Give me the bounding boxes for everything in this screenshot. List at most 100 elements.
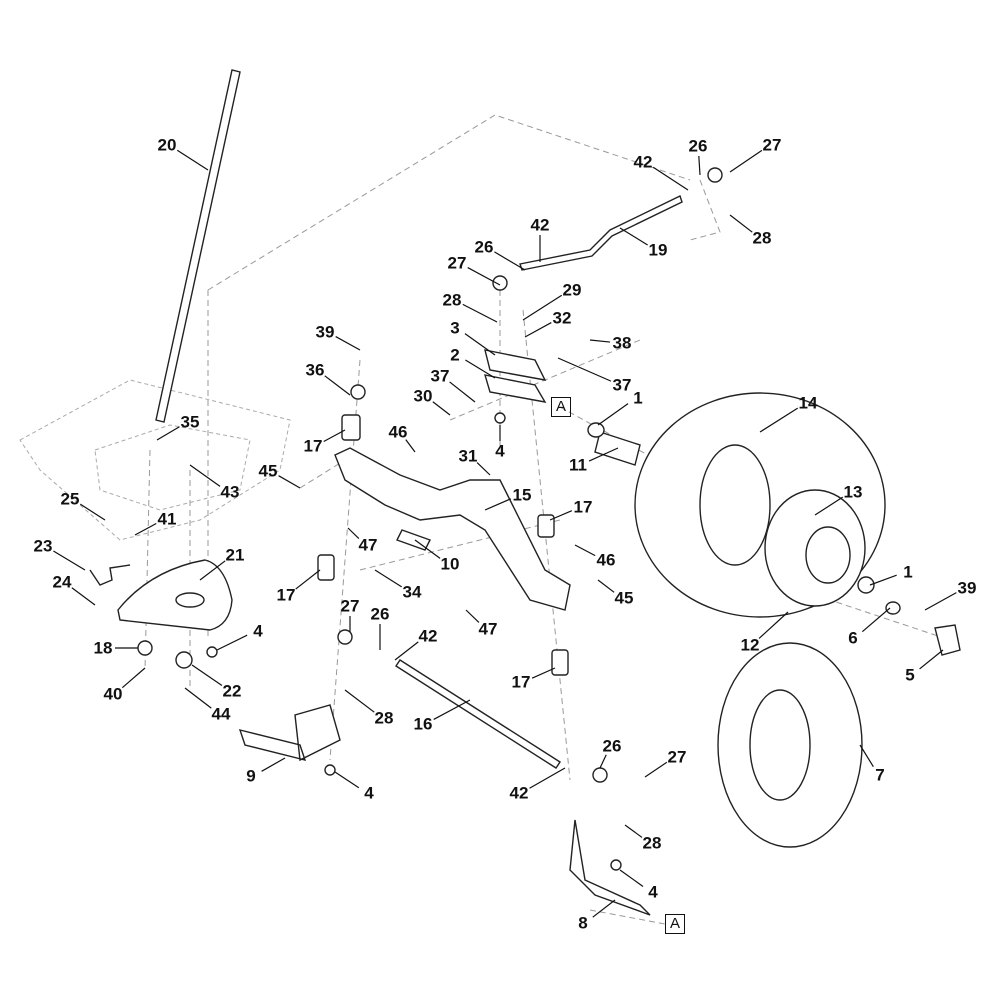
leader-line: [619, 869, 644, 887]
leader-line: [191, 664, 223, 687]
part-callout-45: 45: [614, 588, 634, 608]
leader-line: [549, 510, 573, 521]
part-callout-28: 28: [642, 833, 662, 853]
leader-line: [295, 569, 321, 590]
part-callout-4: 4: [364, 783, 374, 803]
part-callout-4: 4: [253, 621, 263, 641]
part-callout-2: 2: [450, 345, 460, 365]
leader-line: [184, 687, 212, 709]
leader-line: [652, 166, 689, 191]
part-callout-1: 1: [903, 562, 913, 582]
leader-line: [859, 744, 874, 767]
part-callout-40: 40: [103, 684, 123, 704]
part-callout-27: 27: [667, 747, 687, 767]
leader-line: [189, 464, 221, 487]
leader-line: [589, 339, 611, 343]
leader-line: [323, 429, 346, 443]
part-callout-46: 46: [596, 550, 616, 570]
leader-line: [597, 403, 629, 426]
leader-line: [758, 611, 789, 639]
part-callout-29: 29: [562, 280, 582, 300]
part-callout-21: 21: [225, 545, 245, 565]
part-callout-38: 38: [612, 333, 632, 353]
part-callout-4: 4: [495, 441, 505, 461]
part-callout-17: 17: [511, 672, 531, 692]
part-callout-32: 32: [552, 308, 572, 328]
leader-line: [464, 333, 496, 356]
part-callout-27: 27: [447, 253, 467, 273]
tie-rod-lower: [395, 659, 561, 769]
part-callout-24: 24: [52, 572, 72, 592]
leader-line: [344, 689, 375, 713]
bracket: [89, 564, 131, 586]
steering-shaft: [155, 69, 241, 423]
leader-line: [869, 574, 897, 586]
leader-line: [531, 667, 556, 679]
part-callout-15: 15: [512, 485, 532, 505]
part-callout-47: 47: [358, 535, 378, 555]
part-callout-37: 37: [612, 375, 632, 395]
leader-line: [465, 609, 480, 623]
leader-lines: [53, 149, 957, 918]
leader-line: [484, 498, 512, 511]
leader-line: [394, 641, 419, 661]
leader-line: [374, 569, 403, 588]
leader-line: [176, 149, 209, 171]
leader-line: [919, 649, 944, 670]
part-callout-47: 47: [478, 619, 498, 639]
spindle-right: [569, 819, 651, 916]
part-callout-10: 10: [440, 554, 460, 574]
part-callout-12: 12: [740, 635, 760, 655]
part-callout-19: 19: [648, 240, 668, 260]
part-callout-8: 8: [578, 913, 588, 933]
part-callout-31: 31: [458, 446, 478, 466]
leader-line: [597, 579, 615, 593]
leader-line: [79, 503, 106, 521]
leader-line: [278, 475, 301, 489]
part-callout-17: 17: [276, 585, 296, 605]
leader-line: [156, 426, 180, 441]
reference-mark-a: A: [551, 397, 571, 417]
part-callout-42: 42: [509, 783, 529, 803]
leader-line: [53, 550, 86, 571]
part-callout-5: 5: [905, 665, 915, 685]
leader-line: [644, 761, 668, 778]
leader-line: [698, 155, 701, 176]
part-callout-4: 4: [648, 882, 658, 902]
leader-line: [592, 899, 616, 918]
leader-line: [324, 375, 351, 396]
leader-line: [759, 407, 799, 433]
leader-line: [335, 336, 361, 351]
part-callout-36: 36: [305, 360, 325, 380]
leader-line: [71, 587, 96, 606]
leader-line: [814, 496, 844, 516]
leader-line: [347, 527, 360, 539]
part-callout-28: 28: [442, 290, 462, 310]
leader-line: [574, 544, 596, 557]
leader-line: [261, 757, 286, 772]
part-callout-26: 26: [474, 237, 494, 257]
part-callout-35: 35: [180, 412, 200, 432]
part-callout-6: 6: [848, 628, 858, 648]
part-callout-1: 1: [633, 388, 643, 408]
part-callout-18: 18: [93, 638, 113, 658]
leader-line: [433, 699, 471, 720]
part-callout-34: 34: [402, 582, 422, 602]
part-callout-28: 28: [752, 228, 772, 248]
leader-line: [861, 607, 891, 633]
leader-line: [729, 214, 753, 233]
part-callout-13: 13: [843, 482, 863, 502]
leader-line: [529, 767, 566, 789]
tie-rod-upper: [519, 195, 683, 271]
part-callout-26: 26: [688, 136, 708, 156]
leader-line: [334, 771, 360, 789]
leader-line: [432, 401, 451, 416]
part-callout-17: 17: [573, 497, 593, 517]
part-callout-46: 46: [388, 422, 408, 442]
leader-line: [624, 824, 643, 838]
part-callout-22: 22: [222, 681, 242, 701]
part-callout-42: 42: [633, 152, 653, 172]
part-callout-20: 20: [157, 135, 177, 155]
leader-line: [449, 381, 476, 403]
part-callout-45: 45: [258, 461, 278, 481]
